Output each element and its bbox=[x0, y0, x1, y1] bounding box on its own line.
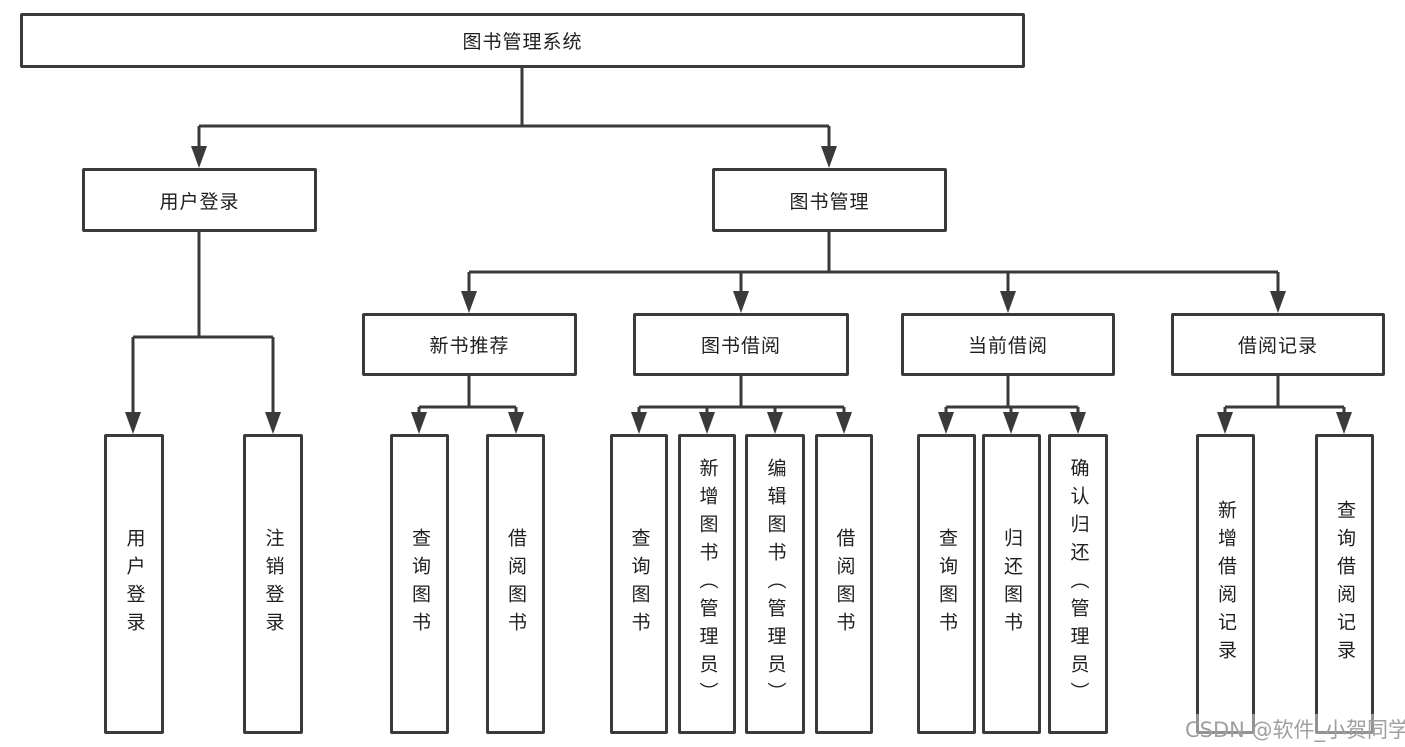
arrowhead bbox=[411, 412, 427, 434]
leaf-query-borrow-record: 查询借阅记录 bbox=[1315, 434, 1374, 734]
arrowhead bbox=[1336, 412, 1352, 434]
leaf-edit-books-admin: 编辑图书（管理员） bbox=[745, 434, 805, 734]
node-current-borrow: 当前借阅 bbox=[901, 313, 1115, 376]
connector-root-to-level2 bbox=[197, 68, 831, 150]
leaf-confirm-return-admin: 确认归还（管理员） bbox=[1048, 434, 1108, 734]
leaf-add-borrow-record: 新增借阅记录 bbox=[1196, 434, 1255, 734]
leaf-add-books-admin: 新增图书（管理员） bbox=[678, 434, 736, 734]
arrowhead bbox=[938, 412, 954, 434]
leaf-borrow-books: 借阅图书 bbox=[815, 434, 873, 734]
leaf-user-login: 用户登录 bbox=[104, 434, 164, 734]
arrowhead-book-mgmt bbox=[821, 146, 837, 168]
node-label: 归还图书 bbox=[1001, 528, 1023, 640]
connector-book-borrow-to-leaves bbox=[637, 376, 846, 416]
arrowhead bbox=[699, 412, 715, 434]
node-book-borrow: 图书借阅 bbox=[633, 313, 849, 376]
node-label: 用户登录 bbox=[123, 528, 146, 640]
arrowhead-book-borrow bbox=[733, 291, 749, 313]
arrowhead bbox=[1217, 412, 1233, 434]
node-label: 新书推荐 bbox=[429, 335, 510, 357]
node-label: 查询图书 bbox=[409, 528, 431, 640]
arrowhead-new-book-rec bbox=[461, 291, 477, 313]
node-user-login-branch: 用户登录 bbox=[82, 168, 317, 232]
node-label: 编辑图书（管理员） bbox=[764, 458, 787, 710]
arrowhead-user-login bbox=[191, 146, 207, 168]
arrowhead-current-borrow bbox=[1000, 291, 1016, 313]
node-label: 查询图书 bbox=[628, 528, 651, 640]
node-label: 图书借阅 bbox=[700, 335, 781, 357]
arrowhead-leaf-user-login bbox=[125, 412, 141, 434]
arrowhead-leaf-logout bbox=[265, 412, 281, 434]
node-new-book-rec: 新书推荐 bbox=[362, 313, 577, 376]
connector-current-borrow-to-leaves bbox=[944, 376, 1080, 416]
node-label: 新增图书（管理员） bbox=[696, 458, 719, 710]
arrowhead bbox=[1070, 412, 1086, 434]
leaf-query-books-borrow: 查询图书 bbox=[610, 434, 668, 734]
leaf-query-books-current: 查询图书 bbox=[917, 434, 976, 734]
connector-book-mgmt-to-level3 bbox=[467, 232, 1280, 295]
leaf-query-books-rec: 查询图书 bbox=[390, 434, 449, 734]
connector-new-book-rec-to-leaves bbox=[417, 376, 518, 416]
node-label: 图书管理系统 bbox=[462, 31, 583, 53]
node-label: 查询图书 bbox=[936, 528, 958, 640]
leaf-borrow-books-rec: 借阅图书 bbox=[486, 434, 545, 734]
arrowhead bbox=[767, 412, 783, 434]
node-label: 借阅图书 bbox=[505, 528, 527, 640]
csdn-watermark: CSDN @软件_小贺同学 bbox=[1183, 714, 1405, 744]
node-label: 查询借阅记录 bbox=[1334, 500, 1356, 668]
node-label: 用户登录 bbox=[159, 190, 240, 213]
leaf-return-books: 归还图书 bbox=[982, 434, 1041, 734]
arrowhead bbox=[836, 412, 852, 434]
connector-borrow-records-to-leaves bbox=[1223, 376, 1346, 416]
node-label: 借阅记录 bbox=[1237, 335, 1318, 357]
node-label: 注销登录 bbox=[262, 528, 285, 640]
arrowhead bbox=[508, 412, 524, 434]
node-label: 确认归还（管理员） bbox=[1067, 458, 1090, 710]
node-borrow-records: 借阅记录 bbox=[1171, 313, 1385, 376]
connector-user-login-to-leaves bbox=[131, 232, 275, 416]
leaf-logout: 注销登录 bbox=[243, 434, 303, 734]
arrowhead-borrow-records bbox=[1270, 291, 1286, 313]
node-label: 图书管理 bbox=[789, 190, 870, 213]
arrowhead bbox=[631, 412, 647, 434]
node-label: 新增借阅记录 bbox=[1215, 500, 1237, 668]
arrowhead bbox=[1003, 412, 1019, 434]
node-root-system: 图书管理系统 bbox=[20, 13, 1025, 68]
node-label: 借阅图书 bbox=[833, 528, 856, 640]
node-book-mgmt-branch: 图书管理 bbox=[712, 168, 947, 232]
node-label: 当前借阅 bbox=[967, 335, 1048, 357]
